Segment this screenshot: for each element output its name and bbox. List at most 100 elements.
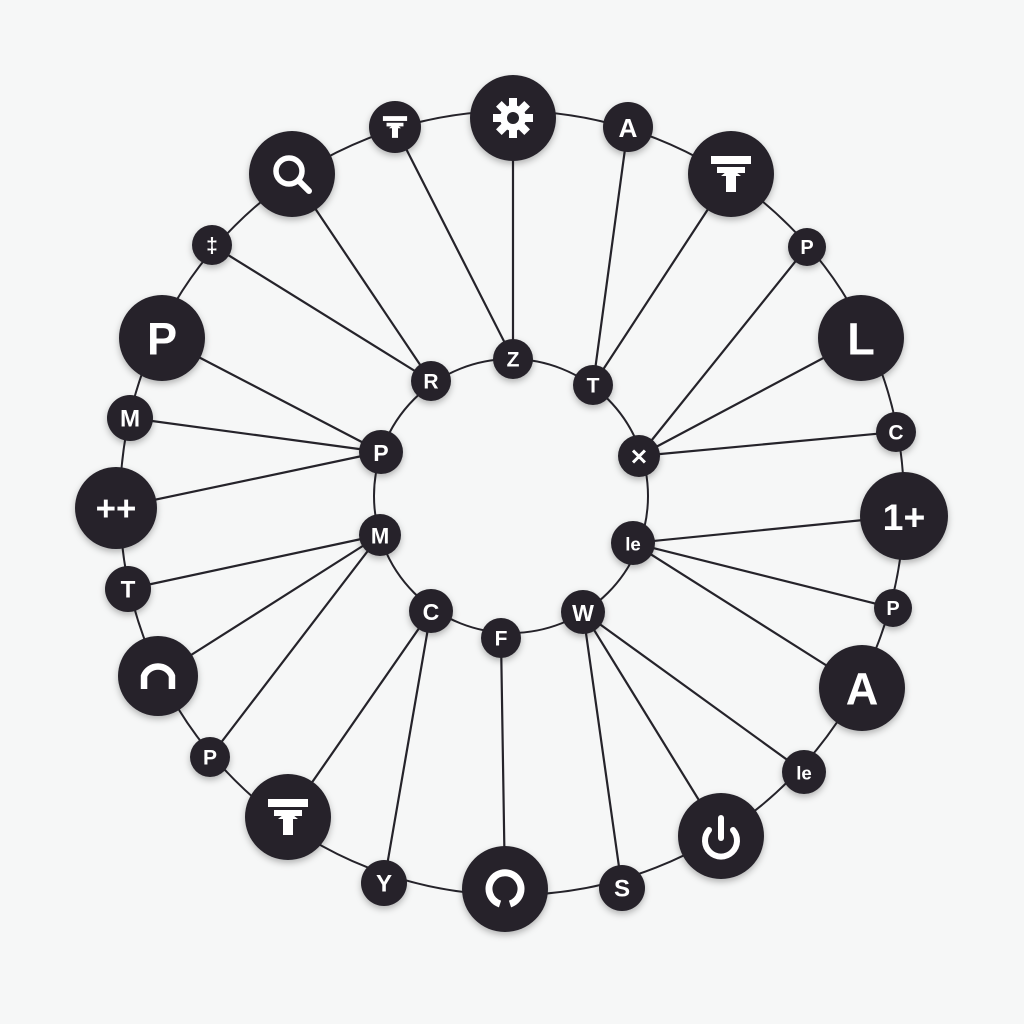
edge-o22-i10 — [210, 243, 433, 383]
outer-node-24[interactable] — [369, 101, 421, 153]
inner-node-circle — [618, 435, 660, 477]
edge-o24-i1 — [393, 125, 515, 361]
inner-node-circle — [359, 514, 401, 556]
outer-node-circle — [876, 412, 916, 452]
outer-node-label: L — [847, 314, 875, 365]
outer-node-9[interactable]: A — [819, 645, 905, 731]
inner-node-10[interactable]: R — [411, 361, 451, 401]
outer-node-label: ++ — [96, 490, 137, 529]
outer-node-label: M — [120, 406, 140, 433]
edge-o11-i5 — [581, 610, 723, 838]
outer-node-17[interactable] — [118, 636, 198, 716]
outer-node-8[interactable]: P — [874, 589, 912, 627]
outer-node-label: A — [619, 113, 638, 143]
outer-node-circle — [249, 131, 335, 217]
outer-node-3[interactable] — [688, 131, 774, 217]
outer-node-circle — [462, 846, 548, 932]
outer-node-label: T — [121, 577, 136, 604]
outer-node-11[interactable] — [678, 793, 764, 879]
inner-node-circle — [561, 590, 605, 634]
inner-node-2[interactable]: T — [573, 365, 613, 405]
outer-node-circle — [192, 225, 232, 265]
outer-node-circle — [118, 636, 198, 716]
inner-node-1[interactable]: Z — [493, 339, 533, 379]
outer-node-circle — [75, 467, 157, 549]
outer-node-19[interactable]: ++ — [75, 467, 157, 549]
inner-node-9[interactable]: P — [359, 430, 403, 474]
outer-node-circle — [105, 566, 151, 612]
edge-o9-i4 — [631, 541, 864, 690]
hammer-arrow-icon — [382, 116, 408, 138]
outer-node-7[interactable]: 1+ — [860, 472, 948, 560]
inner-node-label: P — [373, 440, 388, 466]
outer-node-circle — [818, 295, 904, 381]
outer-node-circle — [782, 750, 826, 794]
outer-node-circle — [819, 645, 905, 731]
outer-node-circle — [603, 102, 653, 152]
outer-node-13[interactable] — [462, 846, 548, 932]
edge-o8-i4 — [631, 541, 895, 610]
inner-node-circle — [411, 361, 451, 401]
inner-node-circle — [409, 589, 453, 633]
inner-node-4[interactable]: le — [611, 521, 655, 565]
outer-node-label: C — [888, 422, 903, 445]
hammer-arrow-icon — [268, 799, 308, 835]
outer-node-23[interactable] — [249, 131, 335, 217]
outer-node-1[interactable] — [470, 75, 556, 161]
inner-node-circle — [611, 521, 655, 565]
inner-ring — [373, 358, 649, 634]
edge-o18-i8 — [126, 533, 382, 591]
outer-node-6[interactable]: C — [876, 412, 916, 452]
edge-o14-i7 — [382, 609, 433, 885]
outer-node-12[interactable]: S — [599, 865, 645, 911]
edge-o6-i3 — [637, 430, 898, 458]
edge-o17-i8 — [156, 533, 382, 678]
inner-node-label: C — [423, 599, 440, 625]
edge-o19-i9 — [114, 450, 383, 510]
inner-node-6[interactable]: F — [481, 618, 521, 658]
inner-node-label: le — [625, 534, 641, 555]
outer-node-4[interactable]: P — [788, 228, 826, 266]
outer-node-21[interactable]: P — [119, 295, 205, 381]
outer-node-circle — [361, 860, 407, 906]
inner-node-label: M — [371, 524, 389, 549]
outer-node-label: 1+ — [883, 496, 926, 538]
outer-node-2[interactable]: A — [603, 102, 653, 152]
inner-node-circle — [481, 618, 521, 658]
inner-node-3[interactable]: ✕ — [618, 435, 660, 477]
inner-node-label: R — [423, 371, 438, 394]
edge-o10-i5 — [581, 610, 806, 774]
inner-node-circle — [573, 365, 613, 405]
outer-node-14[interactable]: Y — [361, 860, 407, 906]
outer-node-circle — [190, 737, 230, 777]
outer-node-label: S — [614, 876, 630, 903]
outer-node-label: P — [886, 598, 899, 620]
outer-node-circle — [788, 228, 826, 266]
outer-node-5[interactable]: L — [818, 295, 904, 381]
outer-node-22[interactable]: ‡ — [192, 225, 232, 265]
hammer-arrow-icon — [711, 156, 751, 192]
outer-node-label: ‡ — [206, 235, 218, 258]
outer-node-label: P — [147, 314, 177, 365]
outer-node-circle — [874, 589, 912, 627]
outer-node-label: P — [800, 237, 813, 259]
inner-node-8[interactable]: M — [359, 514, 401, 556]
outer-node-15[interactable] — [245, 774, 331, 860]
inner-node-7[interactable]: C — [409, 589, 453, 633]
inner-node-label: Z — [507, 349, 520, 372]
outer-node-18[interactable]: T — [105, 566, 151, 612]
outer-node-circle — [107, 395, 153, 441]
outer-node-16[interactable]: P — [190, 737, 230, 777]
outer-node-label: le — [796, 763, 812, 784]
edge-o20-i9 — [128, 416, 383, 454]
outer-node-label: P — [203, 747, 217, 770]
inner-node-circle — [493, 339, 533, 379]
inner-node-5[interactable]: W — [561, 590, 605, 634]
outer-node-10[interactable]: le — [782, 750, 826, 794]
outer-node-20[interactable]: M — [107, 395, 153, 441]
edge-o2-i2 — [591, 125, 630, 387]
outer-node-circle — [119, 295, 205, 381]
edge-o4-i3 — [637, 245, 809, 458]
